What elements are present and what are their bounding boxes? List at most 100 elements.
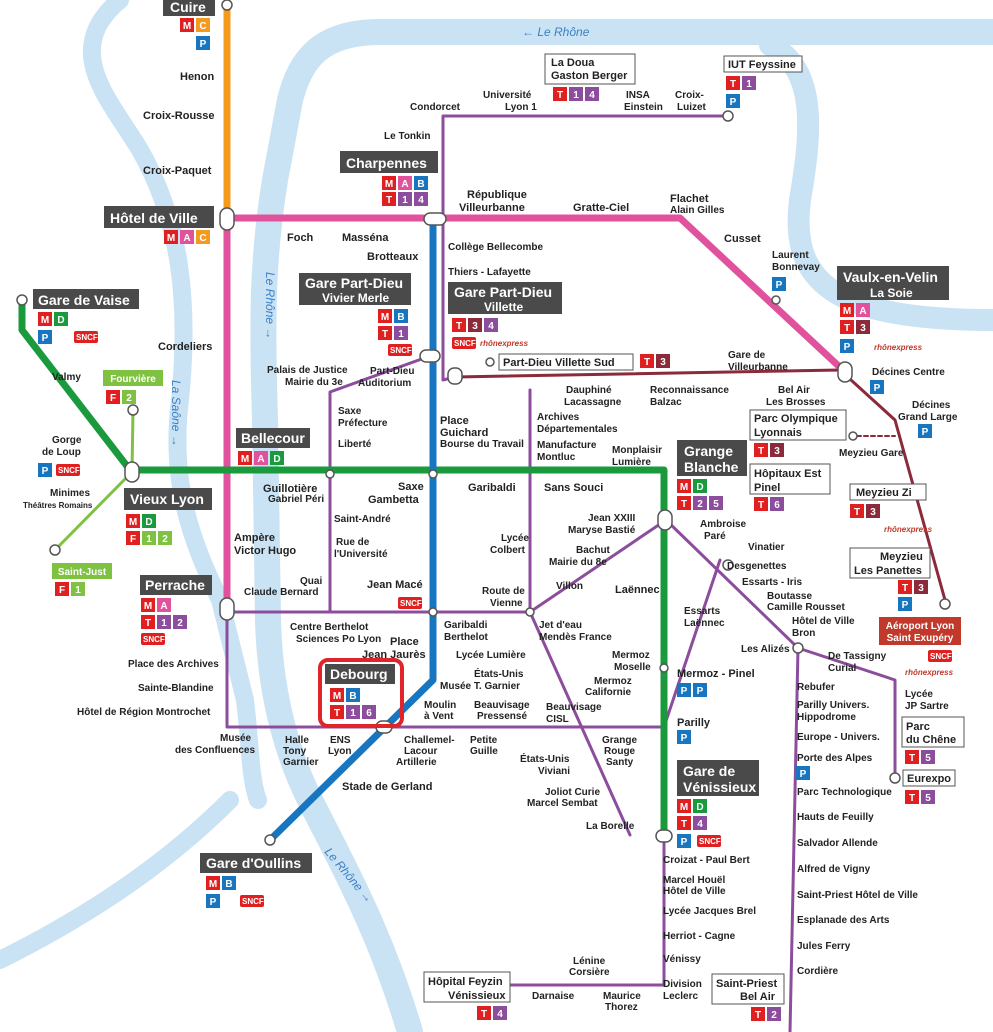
hub-part-dieu[interactable]: [419, 349, 441, 363]
station-label: Sciences Po Lyon: [296, 634, 381, 645]
badge-f: F: [110, 393, 116, 404]
station-dot-saint-just[interactable]: [49, 544, 61, 556]
badge-1: 1: [146, 534, 152, 545]
badge-p: P: [730, 97, 737, 108]
badge-m: M: [167, 233, 175, 244]
badge-t: T: [382, 329, 388, 340]
station-dot-pdvs[interactable]: [485, 357, 495, 367]
station-label: Thiers - Lafayette: [448, 267, 531, 278]
badge-t: T: [681, 819, 687, 830]
station-label: Bachut: [576, 545, 611, 556]
station-label: Henon: [180, 71, 215, 83]
hub-charpennes-label: Charpennes: [346, 155, 427, 171]
iut-feyssine-label: IUT Feyssine: [728, 59, 796, 71]
station-dot-parc-olympique[interactable]: [848, 431, 858, 441]
station-dot-les-alizes[interactable]: [792, 642, 804, 654]
station-label: Beauvisage: [474, 700, 530, 711]
badge-t: T: [755, 1010, 761, 1021]
badge-d: D: [696, 802, 703, 813]
hopital-feyzin-label: Hôpital Feyzin: [428, 976, 503, 988]
station-dot-guillotiere[interactable]: [325, 469, 335, 479]
badge-1: 1: [350, 708, 356, 719]
badge-t: T: [681, 499, 687, 510]
station-dot-jean-mace[interactable]: [428, 607, 438, 617]
hub-gare-venissieux[interactable]: [655, 829, 673, 843]
station-dot-eurexpo[interactable]: [889, 772, 901, 784]
hub-part-dieu-villette[interactable]: [447, 367, 463, 385]
station-label: Halle: [285, 735, 309, 746]
parc-olympique-label: Parc Olympique: [754, 413, 838, 425]
station-label: Gratte-Ciel: [573, 202, 629, 214]
hub-perrache[interactable]: [219, 597, 235, 621]
station-label: Bourse du Travail: [440, 439, 524, 450]
station-label: Centre Berthelot: [290, 622, 369, 633]
station-label: Moulin: [424, 700, 456, 711]
station-label: Foch: [287, 232, 314, 244]
station-label: Mermoz: [594, 676, 632, 687]
station-label: Camille Rousset: [767, 602, 845, 613]
badge-c: C: [199, 21, 206, 32]
station-label: de Loup: [42, 447, 81, 458]
hub-vieux-lyon[interactable]: [124, 461, 140, 483]
hub-aeroport-label-2: Saint Exupéry: [887, 633, 954, 644]
station-dot-fourviere[interactable]: [127, 404, 139, 416]
badge-a: A: [401, 179, 408, 190]
badge-m: M: [843, 306, 851, 317]
station-label: Tony: [283, 746, 307, 757]
station-label: Jean Macé: [367, 579, 423, 591]
station-label: De Tassigny: [828, 651, 887, 662]
venissieux-label: Vénissieux: [448, 990, 506, 1002]
station-label: Lycée: [501, 533, 529, 544]
station-label: Alfred de Vigny: [797, 864, 871, 875]
hub-grange-blanche[interactable]: [657, 509, 673, 531]
station-label: Gare de: [728, 350, 766, 361]
badge-5: 5: [713, 499, 719, 510]
station-label: Minimes: [50, 488, 90, 499]
station-dot-aeroport[interactable]: [939, 598, 951, 610]
station-dot-jet-deau[interactable]: [525, 607, 535, 617]
hub-gpd-v-label-1: Gare Part-Dieu: [454, 284, 552, 300]
station-label: Les Brosses: [766, 397, 826, 408]
station-dot-oullins[interactable]: [264, 834, 276, 846]
station-label: Place des Archives: [128, 659, 219, 670]
pinel-label: Pinel: [754, 482, 780, 494]
hub-hotel-de-ville[interactable]: [219, 207, 235, 231]
badge-1: 1: [161, 618, 167, 629]
station-dot-mermoz-pinel[interactable]: [659, 663, 669, 673]
badge-1: 1: [573, 90, 579, 101]
station-label: Gambetta: [368, 494, 420, 506]
station-dot-saxe-gambetta[interactable]: [428, 469, 438, 479]
station-dot-desgenettes[interactable]: [722, 559, 734, 571]
gaston-berger-label: Gaston Berger: [551, 70, 628, 82]
station-label: Alain Gilles: [670, 205, 725, 216]
hub-saint-just-label: Saint-Just: [58, 567, 107, 578]
station-label: Saint-Priest Hôtel de Ville: [797, 890, 918, 901]
station-dot-laurent-bonnevay[interactable]: [771, 295, 781, 305]
badge-d: D: [273, 454, 280, 465]
station-label: Croix-: [675, 90, 704, 101]
station-label: Gorge: [52, 435, 82, 446]
station-label: Lacassagne: [564, 397, 622, 408]
saone-river: [82, 0, 267, 809]
station-label: Hôtel de Ville: [792, 616, 855, 627]
station-label: Lyon 1: [505, 102, 537, 113]
station-label: Saxe: [398, 481, 424, 493]
station-label: Boutasse: [767, 591, 812, 602]
hub-vaulx[interactable]: [837, 361, 853, 383]
badge-p: P: [922, 427, 929, 438]
badge-4: 4: [488, 321, 494, 332]
station-label: La Borelle: [586, 821, 635, 832]
station-dot-iut[interactable]: [722, 110, 734, 122]
station-label: Jean XXIII: [588, 513, 635, 524]
station-label: Garibaldi: [444, 620, 488, 631]
station-label: Cusset: [724, 233, 761, 245]
badge-1: 1: [398, 329, 404, 340]
station-dot-vaise[interactable]: [16, 294, 28, 306]
station-label: Parilly Univers.: [797, 700, 869, 711]
hub-charpennes[interactable]: [423, 212, 447, 226]
station-label: Hôtel de Ville: [663, 886, 726, 897]
station-label: Santy: [606, 757, 634, 768]
station-label: Grange: [602, 735, 637, 746]
station-dot-cuire[interactable]: [221, 0, 233, 11]
badge-2: 2: [697, 499, 703, 510]
